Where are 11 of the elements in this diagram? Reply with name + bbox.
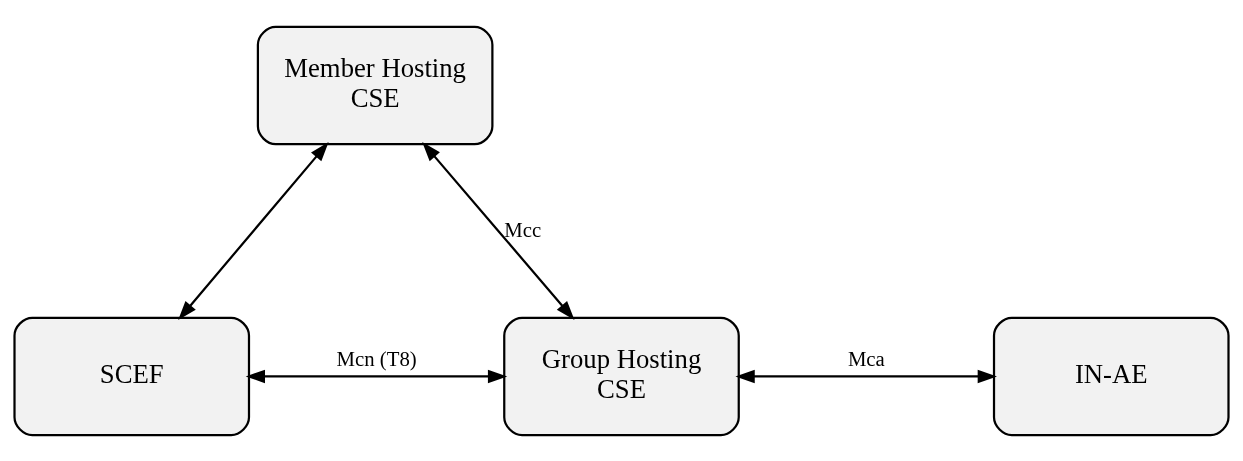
node-box: IN-AE [992, 316, 1230, 436]
node-box: SCEF [13, 316, 251, 436]
arrow [422, 141, 575, 320]
arrow [735, 369, 997, 383]
node-box: Member Hosting CSE [256, 25, 494, 145]
edge-label: Mcn (T8) [336, 346, 417, 370]
arrow [245, 369, 508, 383]
edge-label: Mcc [504, 216, 542, 240]
node-box: Group Hosting CSE [503, 316, 740, 436]
arrow [178, 141, 329, 320]
edge-label: Mca [847, 346, 885, 370]
